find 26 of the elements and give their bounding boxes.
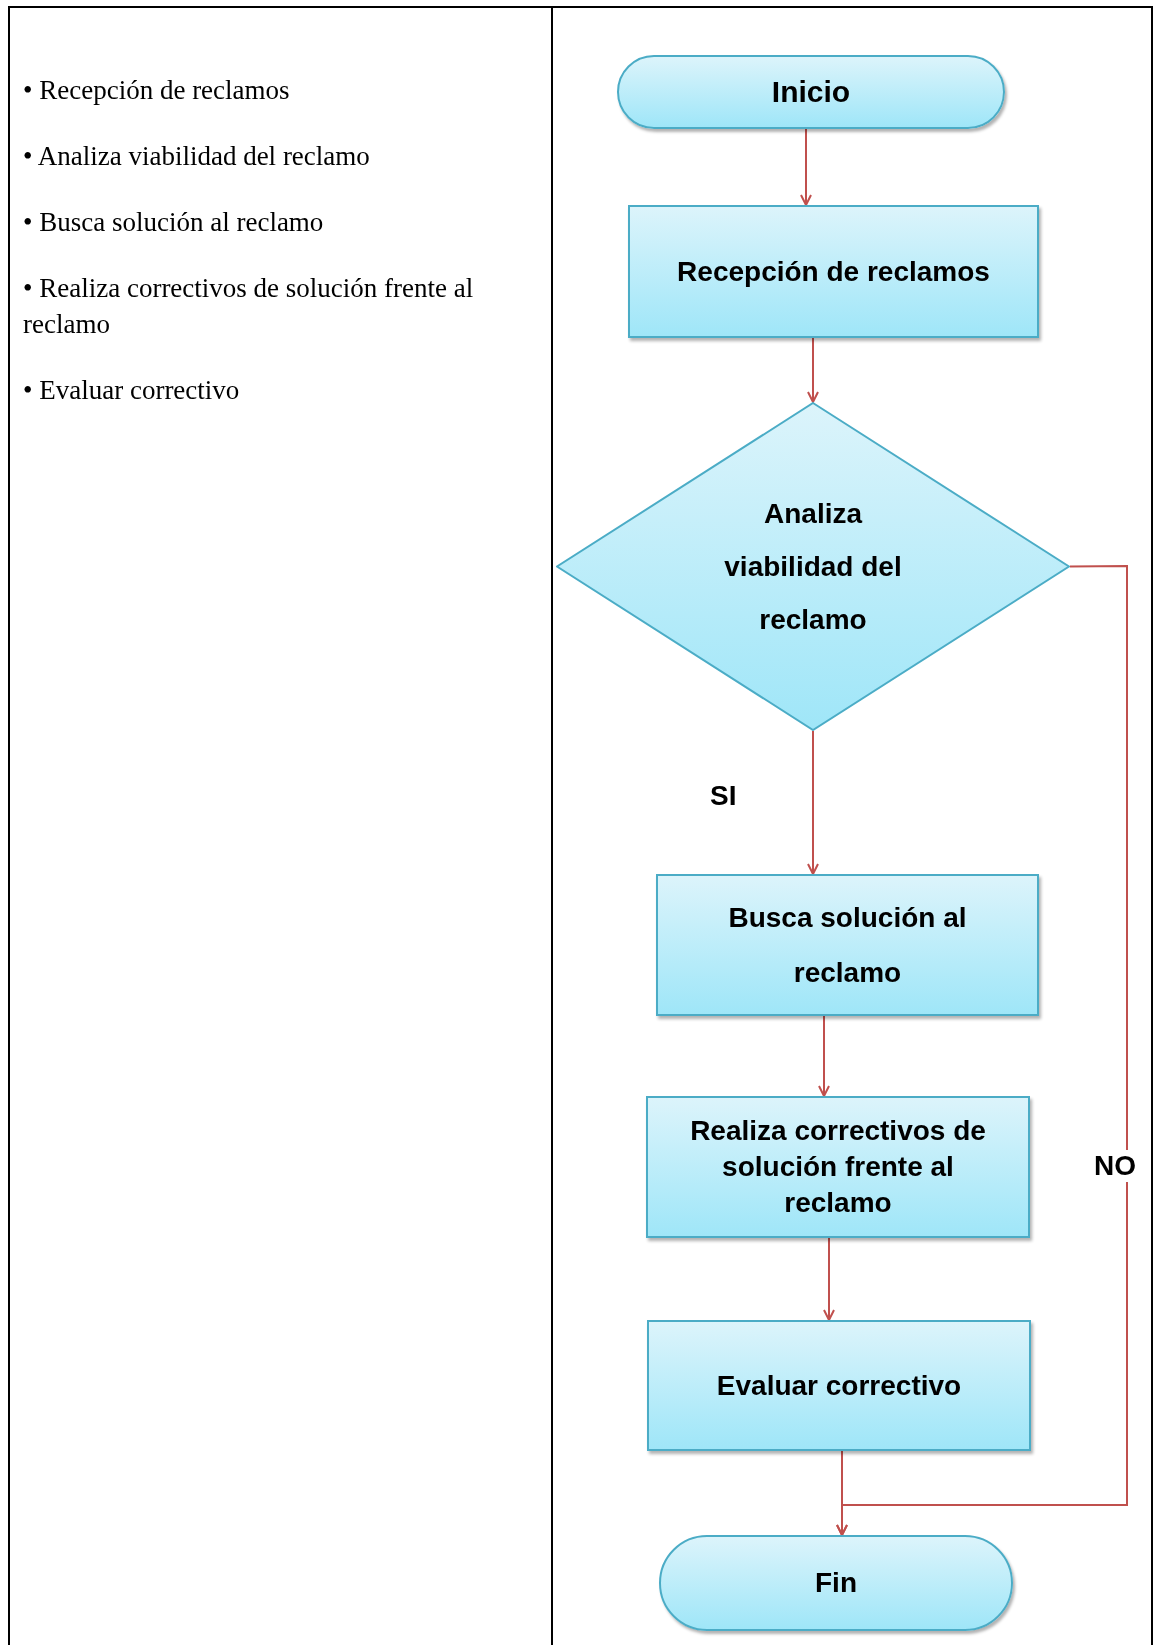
arrow <box>800 128 812 206</box>
arrow <box>818 1015 830 1097</box>
process-box <box>647 1320 1031 1451</box>
list-item: • Busca solución al reclamo <box>23 206 325 239</box>
terminal-shape <box>659 1535 1013 1631</box>
node-label: Evaluar correctivo <box>716 1369 962 1402</box>
list-item: • Recepción de reclamos <box>23 74 291 107</box>
node-label: Analiza viabilidad del reclamo <box>723 497 903 637</box>
process-box <box>646 1096 1030 1238</box>
process-box <box>628 205 1039 338</box>
list-item: • Analiza viabilidad del reclamo <box>23 140 371 173</box>
node-label: Realiza correctivos de solución frente al reclamo <box>689 1114 987 1220</box>
decision-diamond <box>556 402 1070 731</box>
arrow <box>836 565 1128 1536</box>
edge-label: NO <box>1092 1150 1138 1182</box>
arrow <box>807 337 819 403</box>
list-item: • Evaluar correctivo <box>23 374 241 407</box>
terminal-shape <box>617 55 1005 129</box>
node-label: Fin <box>815 1567 857 1599</box>
arrow <box>807 730 819 875</box>
node-label: Recepción de reclamos <box>677 255 990 288</box>
node-label: Busca solución al reclamo <box>727 901 968 990</box>
arrow <box>823 1237 835 1321</box>
node-label: Inicio <box>771 75 851 109</box>
list-item: • Realiza correctivos de solución frente al reclamo <box>23 272 475 341</box>
process-box <box>656 874 1039 1016</box>
